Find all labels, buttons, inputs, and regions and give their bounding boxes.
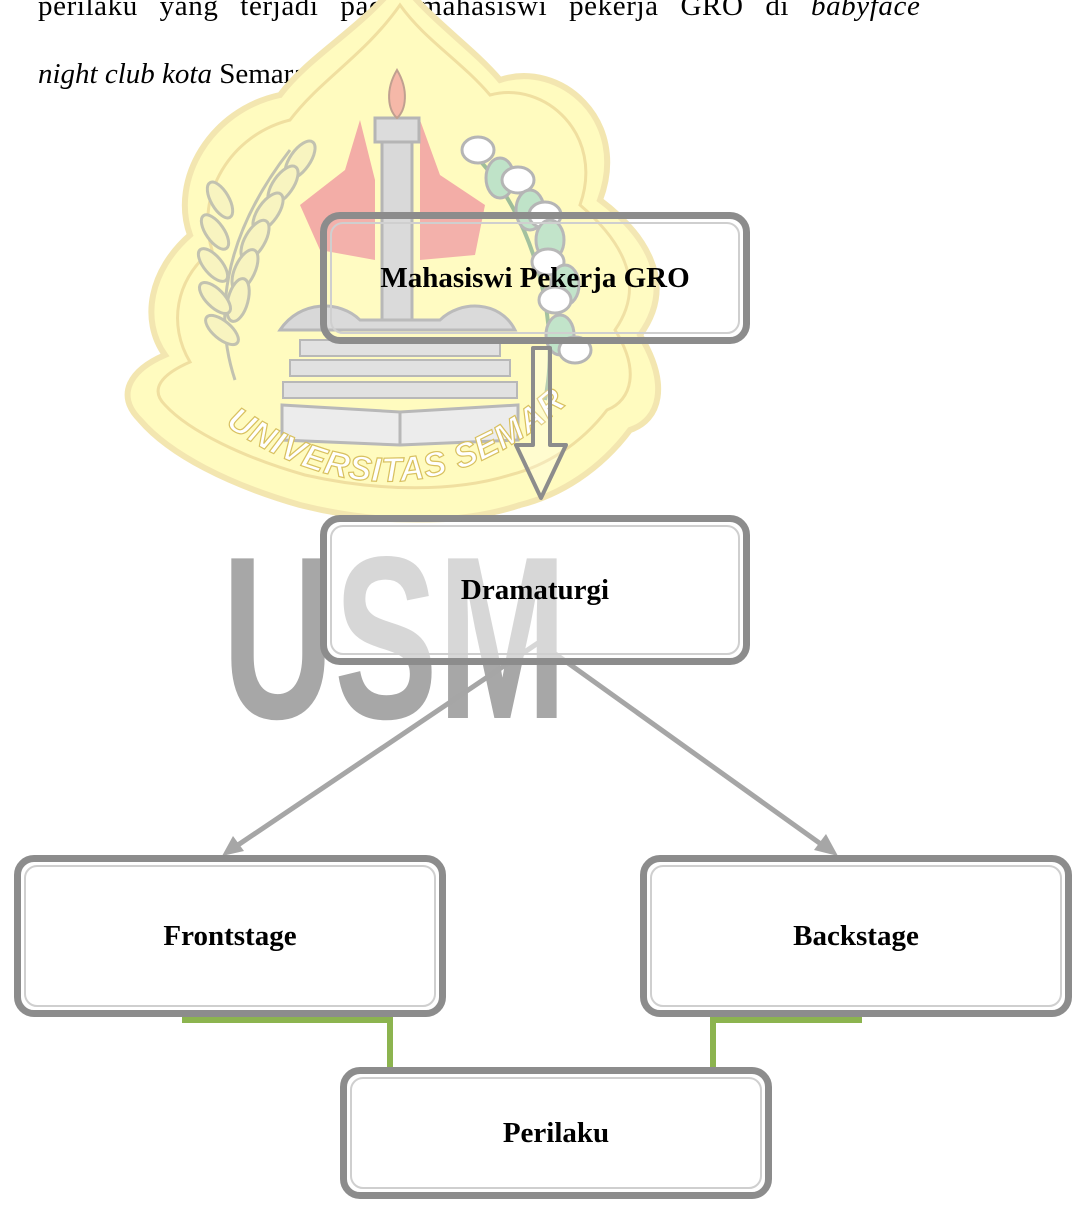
node-frontstage: Frontstage [14, 855, 446, 1017]
node-mahasiswi-pekerja-gro: Mahasiswi Pekerja GRO [320, 212, 750, 344]
node-label: Perilaku [503, 1117, 609, 1150]
arrow-dramaturgi-to-frontstage [222, 643, 538, 856]
node-label: Dramaturgi [461, 574, 609, 607]
node-label: Frontstage [163, 920, 296, 953]
node-perilaku: Perilaku [340, 1067, 772, 1199]
arrow-dramaturgi-to-backstage [540, 643, 838, 856]
node-dramaturgi: Dramaturgi [320, 515, 750, 665]
node-label: Mahasiswi Pekerja GRO [380, 262, 689, 295]
node-label: Backstage [793, 920, 919, 953]
arrow-mahasiswa-to-dramaturgi [516, 348, 566, 498]
node-backstage: Backstage [640, 855, 1072, 1017]
